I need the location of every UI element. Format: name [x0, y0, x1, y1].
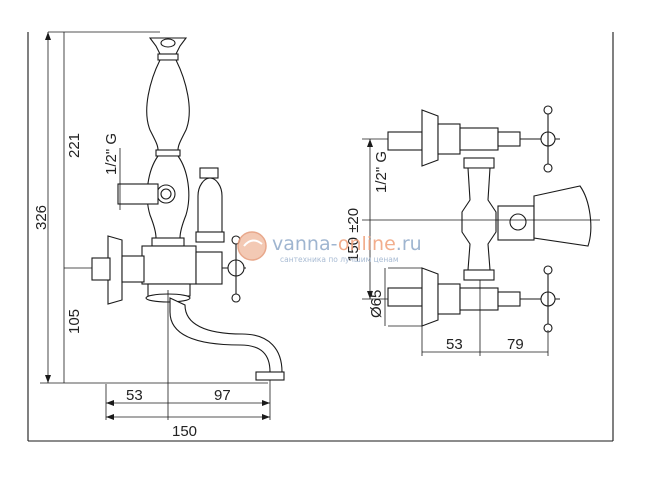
watermark-logo-icon — [237, 231, 267, 261]
dim-height-total: 326 — [33, 205, 50, 230]
drawing-frame — [27, 32, 614, 442]
watermark-site-suffix: .ru — [396, 233, 422, 255]
watermark-site-prefix: vanna- — [272, 233, 338, 255]
dim-width-total: 150 — [172, 423, 197, 440]
dim-diameter: Ø65 — [368, 290, 385, 318]
watermark: vanna-online.ru сантехника по лучшим цен… — [237, 231, 422, 264]
dim-offset-left-right-view: 53 — [446, 336, 463, 353]
left-view-dimension-lines — [40, 31, 271, 420]
svg-text:vanna-online.ru: vanna-online.ru — [272, 233, 422, 255]
right-view-dimension-lines — [362, 138, 600, 356]
watermark-tagline: сантехника по лучшим ценам — [280, 255, 399, 264]
left-view-faucet — [91, 37, 285, 381]
dim-offset-right-right-view: 79 — [507, 336, 524, 353]
dim-offset-left: 53 — [126, 387, 143, 404]
dim-height-lower: 105 — [66, 309, 83, 334]
dim-height-upper: 221 — [66, 133, 83, 158]
dim-centers: 150 ±20 — [345, 208, 362, 262]
right-view-faucet — [387, 105, 592, 333]
dim-offset-right: 97 — [214, 387, 231, 404]
watermark-site-accent: online — [338, 233, 396, 255]
dim-thread-left: 1/2" G — [103, 133, 120, 175]
dim-thread-right: 1/2" G — [373, 151, 390, 193]
